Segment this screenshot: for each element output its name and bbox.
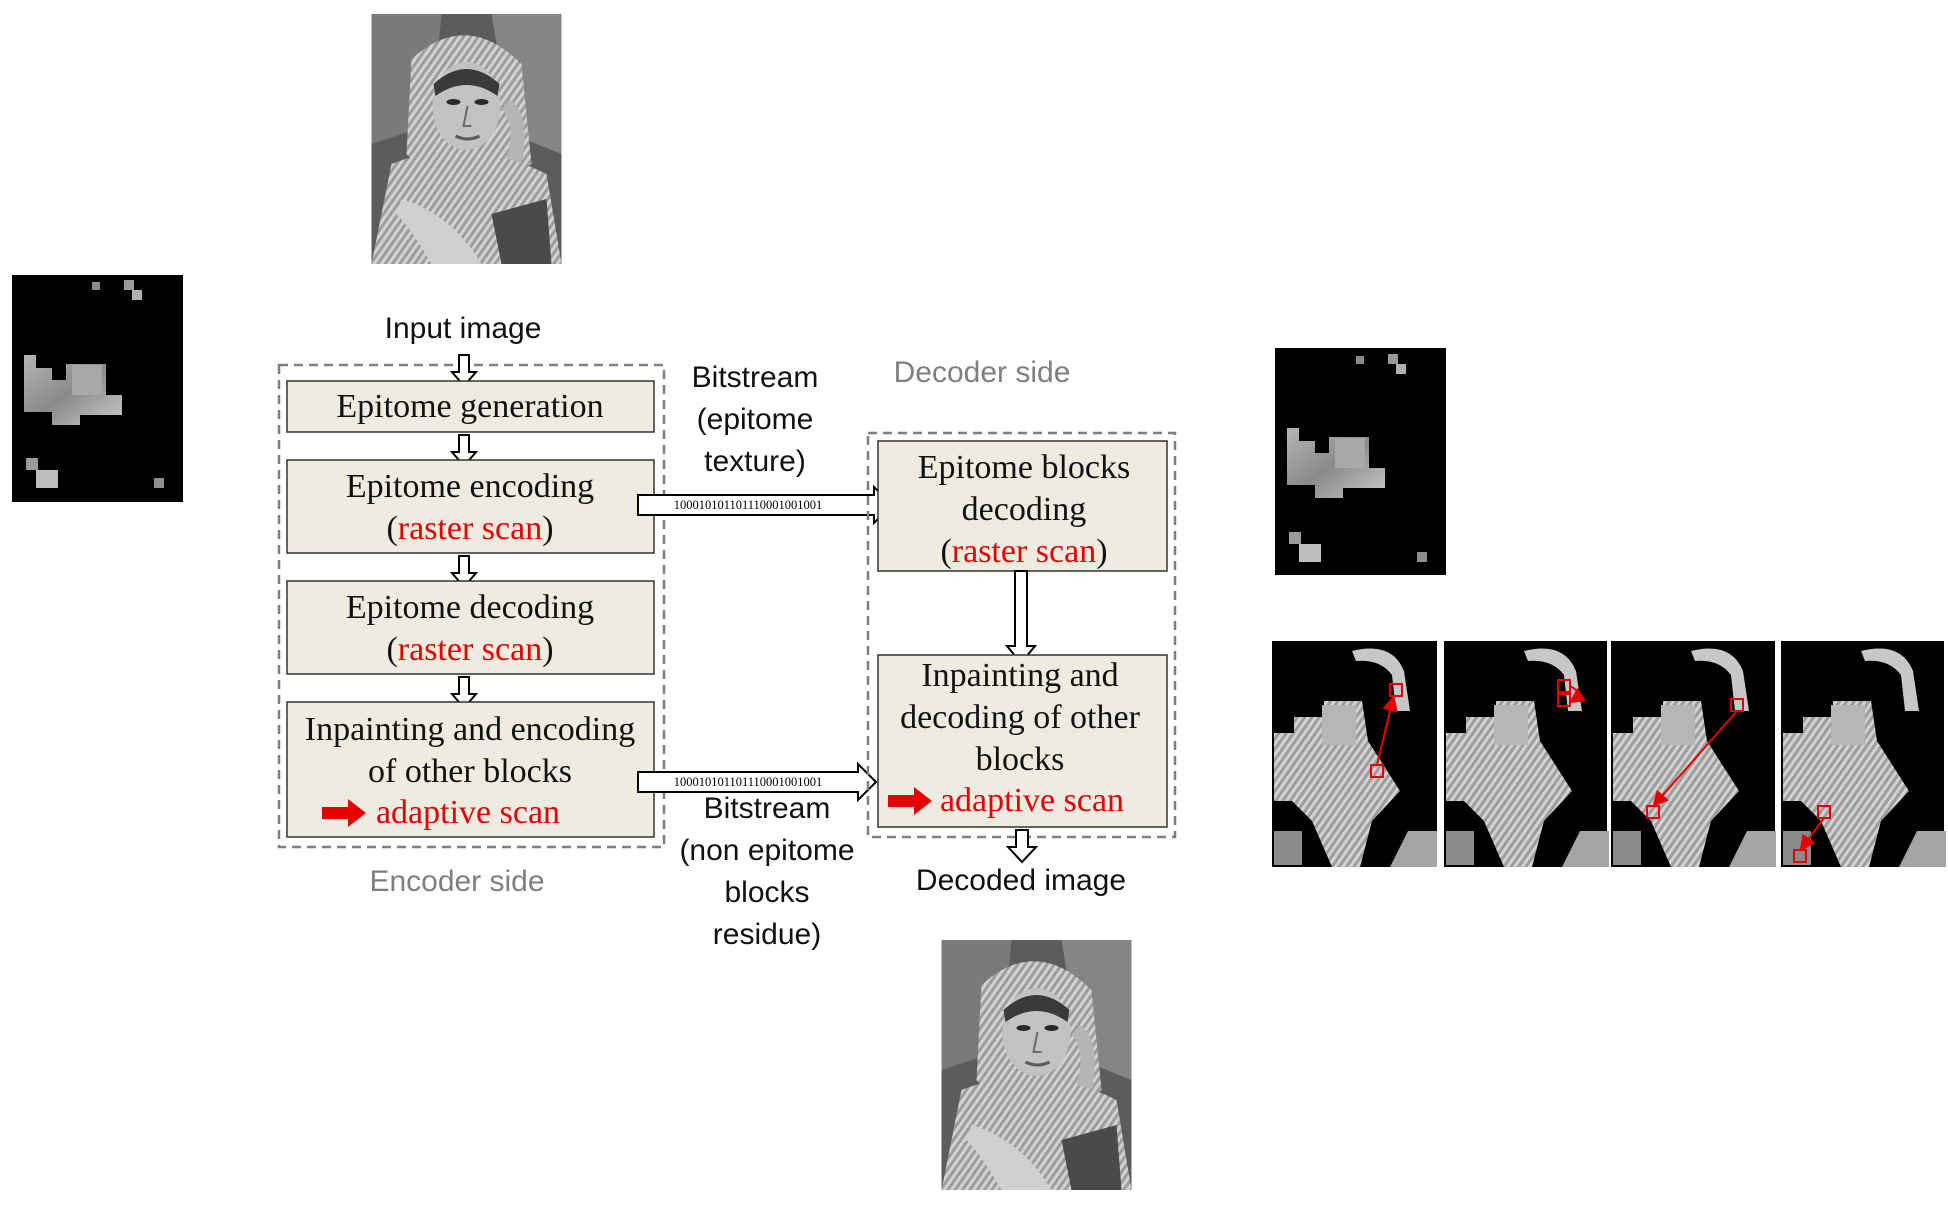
epitome-decoding-label: Epitome decoding (346, 589, 594, 626)
bitstream-residue-bits: 100010101101110001001001 (674, 775, 823, 789)
decoded-image-label: Decoded image (916, 864, 1126, 897)
scan-frame-2 (1444, 641, 1609, 867)
encoder-arrow-4 (449, 676, 479, 710)
adaptive-scan-frames (1272, 641, 1946, 867)
inpainting-decoding-line2: decoding of other (900, 699, 1140, 736)
encoder-side-container: Encoder side (277, 363, 666, 898)
decoder-arrow-2 (1005, 829, 1039, 864)
decoder-side-label: Decoder side (894, 356, 1071, 389)
epitome-generation-label: Epitome generation (336, 388, 603, 425)
epitome-encoding-scan: (raster scan) (386, 510, 553, 547)
decoder-arrow-1 (1004, 570, 1038, 665)
red-right-arrow-icon (888, 787, 932, 815)
inpainting-encoding-scan: adaptive scan (376, 794, 560, 831)
epitome-blocks-scan: (raster scan) (940, 533, 1107, 570)
bitstream-epitome-line2: (epitome (697, 403, 814, 436)
inpainting-decoding-line3: blocks (976, 741, 1065, 778)
epitome-blocks-line2: decoding (962, 491, 1087, 528)
inpainting-decoding-line1: Inpainting and (921, 657, 1118, 694)
bitstream-residue-line2: (non epitome (679, 834, 854, 867)
encoder-side-label: Encoder side (369, 865, 544, 898)
epitome-decoding-scan: (raster scan) (386, 631, 553, 668)
encoder-arrow-2 (449, 434, 479, 468)
epitome-encoding-box: Epitome encoding (raster scan) (286, 459, 655, 554)
input-image-label: Input image (385, 312, 542, 345)
bitstream-residue-label: Bitstream (non epitome blocks residue) (679, 792, 854, 951)
inpainting-decoding-box: Inpainting and decoding of other blocks … (877, 654, 1168, 828)
epitome-generation-box: Epitome generation (286, 380, 655, 433)
epitome-mask-thumbnail-right (1275, 348, 1446, 575)
red-right-arrow-icon (322, 799, 366, 827)
epitome-mask-thumbnail-left (12, 275, 183, 502)
inpainting-encoding-line1: Inpainting and encoding (305, 711, 635, 748)
decoded-photo (941, 940, 1132, 1190)
bitstream-residue-line4: residue) (713, 918, 821, 951)
encoder-arrow-1 (449, 354, 479, 388)
inpainting-decoding-scan: adaptive scan (940, 782, 1124, 819)
bitstream-epitome-line3: texture) (704, 445, 806, 478)
scan-frame-3 (1611, 641, 1776, 867)
encoder-arrow-3 (449, 555, 479, 589)
epitome-encoding-label: Epitome encoding (346, 468, 594, 505)
input-photo (371, 14, 562, 264)
epitome-blocks-line1: Epitome blocks (918, 449, 1130, 486)
epitome-blocks-decoding-box: Epitome blocks decoding (raster scan) (877, 440, 1168, 572)
bitstream-epitome-bits: 100010101101110001001001 (674, 498, 823, 512)
bitstream-residue-line3: blocks (724, 876, 809, 909)
inpainting-encoding-box: Inpainting and encoding of other blocks … (286, 701, 655, 838)
scan-frame-1 (1272, 641, 1437, 867)
bitstream-residue-arrow: 100010101101110001001001 (637, 761, 878, 803)
bitstream-epitome-line1: Bitstream (692, 361, 819, 394)
bitstream-epitome-label: Bitstream (epitome texture) (692, 361, 819, 478)
epitome-decoding-box: Epitome decoding (raster scan) (286, 580, 655, 675)
inpainting-encoding-line2: of other blocks (368, 753, 572, 790)
decoder-side-container: Decoder side (866, 356, 1177, 839)
bitstream-residue-line1: Bitstream (704, 792, 831, 825)
scan-frame-4 (1781, 641, 1946, 867)
bitstream-epitome-arrow: 100010101101110001001001 (637, 484, 894, 526)
